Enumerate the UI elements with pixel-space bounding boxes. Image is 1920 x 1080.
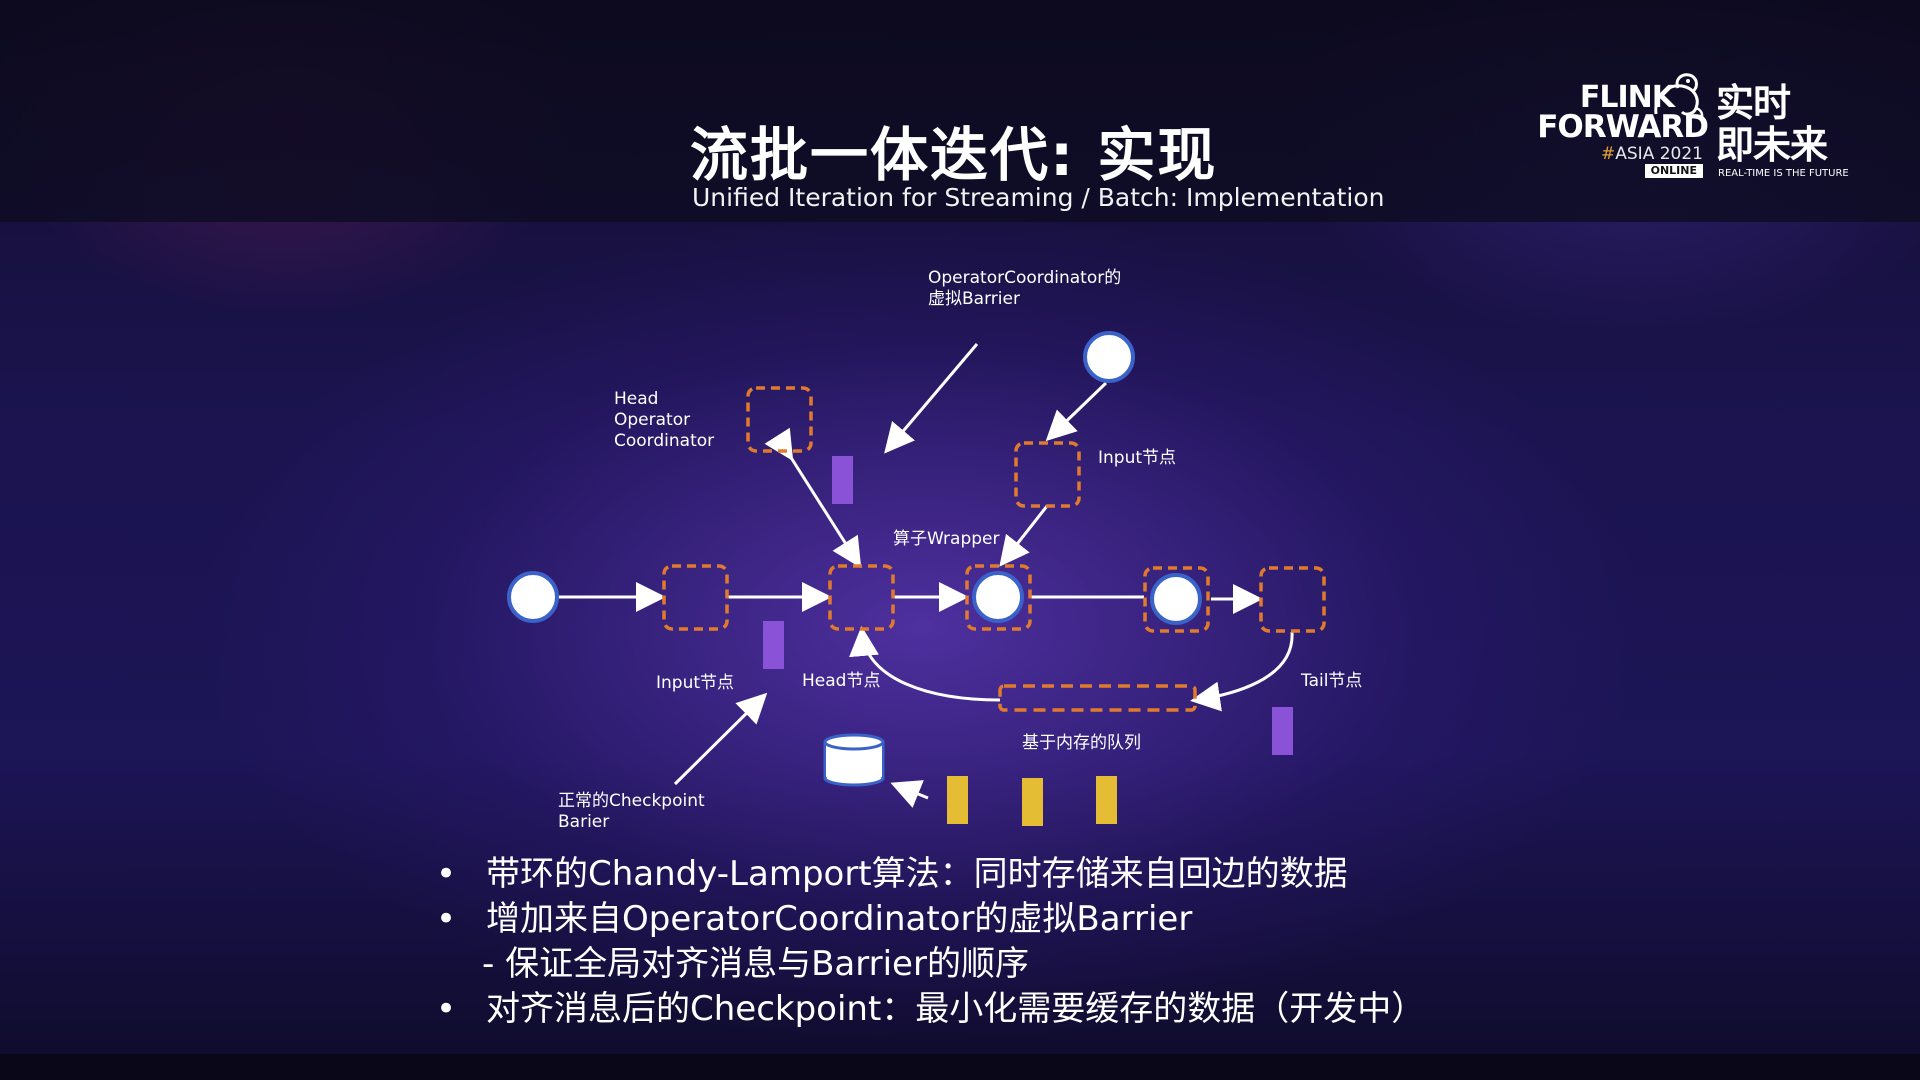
virtual-barrier-mark (832, 456, 853, 504)
logo-hash: # (1601, 144, 1616, 164)
backedge-tail-to-queue (1190, 631, 1294, 712)
header-bar (0, 0, 1920, 222)
label-normal-barrier: 正常的Checkpoint Barier (558, 791, 705, 832)
logo-cn-bottom: 即未来 (1716, 123, 1828, 167)
database-cylinder-icon (823, 733, 885, 787)
tail-barrier-mark (1272, 707, 1293, 755)
bullet-subitem: - 保证全局对齐消息与Barrier的顺序 (436, 942, 1425, 987)
normal-barrier-mark (763, 621, 784, 669)
data-record-3 (1096, 776, 1117, 824)
flink-forward-logo: FLINK FORWARD #ASIA 2021 ONLINE (1518, 73, 1709, 182)
head-operator-coordinator-node (746, 386, 813, 453)
bullet-text: 带环的Chandy-Lamport算法：同时存储来自回边的数据 (486, 854, 1348, 894)
squirrel-logo-icon (1654, 73, 1704, 121)
label-virtual-barrier: OperatorCoordinator的 虚拟Barrier (928, 268, 1122, 309)
operator-wrapper-node (965, 564, 1032, 631)
bullet-text: 对齐消息后的Checkpoint：最小化需要缓存的数据（开发中） (486, 989, 1426, 1029)
label-operator-wrapper: 算子Wrapper (893, 529, 1000, 549)
slide-subtitle: Unified Iteration for Streaming / Batch:… (692, 183, 1385, 212)
operator-circle-2 (1150, 573, 1202, 625)
input-node (662, 564, 729, 631)
arrow-top-source-to-input (1045, 381, 1108, 442)
footer-bar (0, 1054, 1920, 1080)
operator-wrapper-node-2 (1143, 566, 1210, 633)
logo-flink-text: FLINK (1579, 80, 1675, 115)
logo-online-badge: ONLINE (1644, 164, 1703, 178)
backedge-queue-to-head (849, 626, 1001, 702)
bullet-item: • 带环的Chandy-Lamport算法：同时存储来自回边的数据 (436, 852, 1425, 897)
label-head-node: Head节点 (802, 671, 881, 691)
logo-event-name: ASIA 2021 (1615, 144, 1703, 164)
source-circle (507, 571, 559, 623)
data-record-2 (1022, 778, 1043, 826)
label-input-node: Input节点 (656, 673, 735, 693)
label-head-operator-coordinator: Head Operator Coordinator (614, 389, 715, 451)
bullet-text: - 保证全局对齐消息与Barrier的顺序 (482, 944, 1029, 984)
logo-event-text: #ASIA 2021 (1601, 144, 1703, 164)
slide-title: 流批一体迭代: 实现 (690, 121, 1218, 189)
logo-cn-english: REAL-TIME IS THE FUTURE (1718, 168, 1849, 179)
arrow-to-storage (890, 780, 929, 808)
bullet-item: • 增加来自OperatorCoordinator的虚拟Barrier (436, 897, 1425, 942)
logo-forward-text: FORWARD (1537, 109, 1709, 145)
bullet-list: • 带环的Chandy-Lamport算法：同时存储来自回边的数据 • 增加来自Op… (436, 852, 1425, 1032)
operator-circle (972, 571, 1024, 623)
label-memory-queue: 基于内存的队列 (1022, 733, 1141, 753)
bullet-marker: • (436, 899, 457, 939)
data-record-1 (947, 776, 968, 824)
arrow-normal-barrier (673, 692, 768, 786)
bullet-marker: • (436, 854, 457, 894)
logo-cn-slogan: 实时 即未来 REAL-TIME IS THE FUTURE (1716, 82, 1866, 182)
bullet-marker: • (436, 989, 457, 1029)
arrow-top-input-to-wrapper (999, 505, 1049, 567)
bullet-text: 增加来自OperatorCoordinator的虚拟Barrier (486, 899, 1193, 939)
arrow-head-coordinator-link (764, 427, 862, 569)
label-input-node-top: Input节点 (1098, 448, 1177, 468)
label-tail-node: Tail节点 (1301, 671, 1363, 691)
top-source-circle (1083, 331, 1135, 383)
bullet-item: • 对齐消息后的Checkpoint：最小化需要缓存的数据（开发中） (436, 987, 1425, 1032)
memory-queue (998, 684, 1197, 712)
arrow-virtual-barrier (884, 343, 979, 454)
logo-cn-top: 实时 (1716, 81, 1791, 125)
tail-node (1259, 566, 1326, 633)
top-input-node (1014, 441, 1081, 508)
head-node (828, 564, 895, 631)
